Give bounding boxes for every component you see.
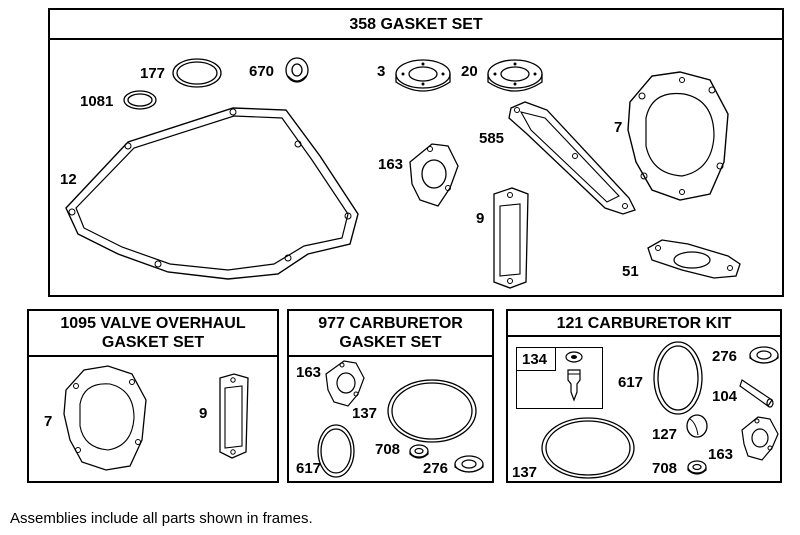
part-label-51: 51 bbox=[622, 263, 639, 280]
part-label-3: 3 bbox=[377, 63, 386, 80]
needle-seat-subkit-frame bbox=[516, 347, 603, 409]
carb-kit-title-text: 121 CARBURETOR KIT bbox=[556, 314, 732, 332]
gasket-set-frame: 358 GASKET SET bbox=[48, 8, 784, 297]
ring-gasket-1081-drawing bbox=[123, 90, 157, 110]
part-label-617-carb: 617 bbox=[296, 460, 322, 477]
part-label-137-carb: 137 bbox=[352, 405, 378, 422]
bowl-gasket-137-kit-drawing bbox=[541, 417, 635, 479]
oil-seal-20-drawing bbox=[487, 59, 543, 92]
footnote: Assemblies include all parts shown in fr… bbox=[10, 510, 313, 527]
part-label-670: 670 bbox=[249, 63, 275, 80]
gasket-set-title: 358 GASKET SET bbox=[50, 10, 782, 40]
carburetor-gasket-163-kit-drawing bbox=[741, 416, 779, 461]
part-label-134-kit: 134 bbox=[522, 351, 548, 368]
valve-cover-gasket-9-drawing bbox=[493, 187, 529, 289]
needle-seat-subkit-label-box bbox=[516, 347, 556, 371]
crankcase-gasket-12-drawing bbox=[65, 107, 359, 280]
part-label-9: 9 bbox=[476, 210, 485, 227]
ring-gasket-177-drawing bbox=[172, 58, 222, 88]
washer-670-drawing bbox=[285, 57, 309, 83]
part-label-127-kit: 127 bbox=[652, 426, 678, 443]
pin-104-kit-drawing bbox=[739, 379, 774, 408]
o-ring-617-kit-drawing bbox=[653, 341, 703, 415]
part-label-12: 12 bbox=[60, 171, 77, 188]
breather-gasket-585-drawing bbox=[508, 101, 636, 215]
part-label-104-kit: 104 bbox=[712, 388, 738, 405]
carb-gasket-set-title-line1: 977 CARBURETOR bbox=[318, 315, 463, 332]
plug-127-kit-drawing bbox=[686, 414, 708, 438]
part-label-163-carb: 163 bbox=[296, 364, 322, 381]
carb-gasket-set-title: 977 CARBURETOR GASKET SET bbox=[289, 311, 492, 357]
part-label-276-carb: 276 bbox=[423, 460, 449, 477]
o-ring-617-carb-drawing bbox=[317, 424, 355, 478]
part-label-585: 585 bbox=[479, 130, 505, 147]
part-label-276-kit: 276 bbox=[712, 348, 738, 365]
carb-gasket-set-title-line2: GASKET SET bbox=[339, 334, 442, 351]
needle-seat-134-drawing bbox=[565, 351, 583, 402]
washer-708-carb-drawing bbox=[409, 444, 429, 459]
oil-seal-3-drawing bbox=[395, 59, 451, 92]
part-label-20: 20 bbox=[461, 63, 478, 80]
part-label-708-carb: 708 bbox=[375, 441, 401, 458]
valve-overhaul-title-line2: GASKET SET bbox=[101, 334, 205, 351]
part-label-7: 7 bbox=[614, 119, 623, 136]
head-gasket-7-drawing bbox=[627, 71, 729, 201]
gasket-set-title-text: 358 GASKET SET bbox=[349, 15, 483, 33]
valve-overhaul-title-line1: 1095 VALVE OVERHAUL bbox=[60, 315, 246, 332]
washer-276-kit-drawing bbox=[749, 346, 779, 364]
exhaust-gasket-51-drawing bbox=[647, 239, 741, 279]
part-label-177: 177 bbox=[140, 65, 166, 82]
part-label-7-valve: 7 bbox=[44, 413, 53, 430]
carburetor-gasket-163-drawing bbox=[409, 143, 459, 207]
part-label-137-kit: 137 bbox=[512, 464, 538, 481]
part-label-617-kit: 617 bbox=[618, 374, 644, 391]
part-label-708-kit: 708 bbox=[652, 460, 678, 477]
carb-kit-frame: 121 CARBURETOR KIT bbox=[506, 309, 782, 483]
part-label-9-valve: 9 bbox=[199, 405, 208, 422]
valve-overhaul-frame: 1095 VALVE OVERHAUL GASKET SET bbox=[27, 309, 279, 483]
head-gasket-7-valve-drawing bbox=[63, 365, 147, 471]
washer-708-kit-drawing bbox=[687, 460, 707, 475]
bowl-gasket-137-carb-drawing bbox=[387, 379, 477, 443]
carb-kit-title: 121 CARBURETOR KIT bbox=[508, 311, 780, 337]
part-label-163-kit: 163 bbox=[708, 446, 734, 463]
valve-overhaul-title: 1095 VALVE OVERHAUL GASKET SET bbox=[29, 311, 277, 357]
part-label-163: 163 bbox=[378, 156, 404, 173]
washer-276-carb-drawing bbox=[454, 455, 484, 473]
carburetor-gasket-163-carb-drawing bbox=[325, 360, 365, 407]
carb-gasket-set-frame: 977 CARBURETOR GASKET SET bbox=[287, 309, 494, 483]
part-label-1081: 1081 bbox=[80, 93, 114, 110]
valve-cover-gasket-9-valve-drawing bbox=[219, 373, 249, 459]
